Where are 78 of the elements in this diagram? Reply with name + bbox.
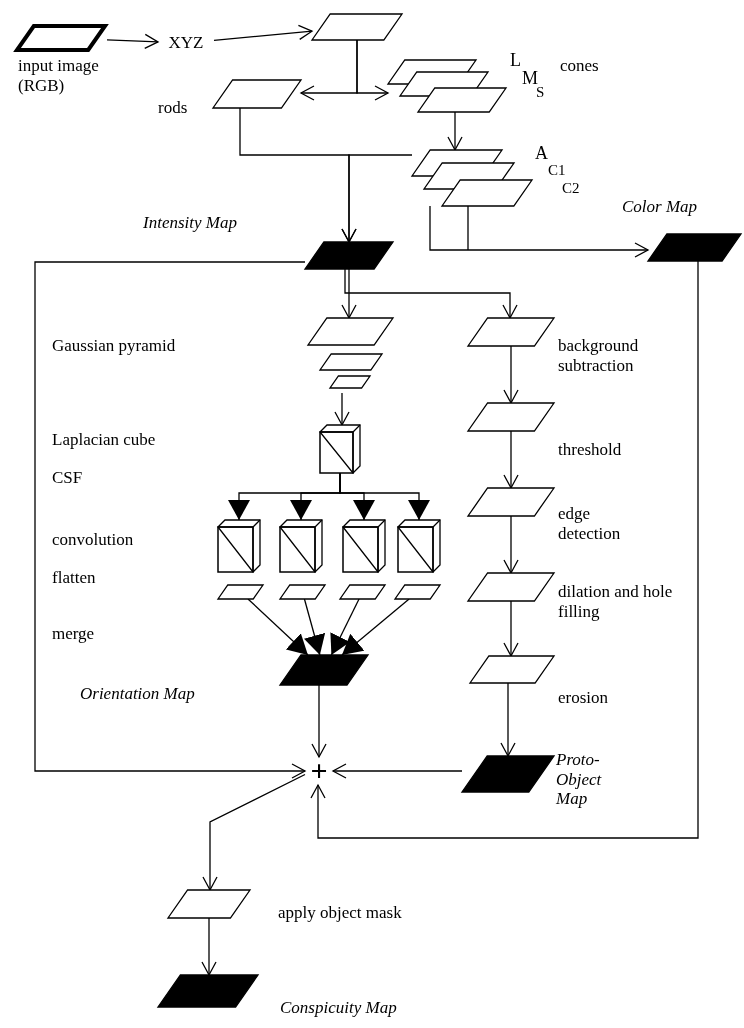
- node-label: XYZ: [158, 31, 214, 55]
- node-caption: rods: [158, 98, 189, 118]
- image-plane: [470, 656, 554, 683]
- layer-cube: [343, 520, 385, 572]
- node-caption: erosion: [558, 688, 610, 708]
- arrow: [341, 268, 357, 319]
- arrow: [106, 33, 159, 49]
- image-plane: [213, 80, 301, 108]
- arrow: [303, 598, 326, 656]
- arrow: [503, 515, 519, 574]
- image-plane: [468, 403, 554, 431]
- step-label: CSF: [52, 468, 83, 488]
- node-caption: L: [510, 50, 522, 71]
- image-plane: [340, 585, 385, 599]
- node-caption: S: [536, 84, 546, 102]
- arrow: [332, 763, 463, 779]
- step-label: Gaussian pyramid: [52, 336, 176, 356]
- arrow: [341, 598, 410, 656]
- arrow: [500, 682, 516, 757]
- image-plane: [395, 585, 440, 599]
- arrow: [34, 261, 306, 779]
- node-caption: background subtraction: [558, 336, 640, 376]
- arrow: [330, 598, 360, 656]
- image-plane: [468, 488, 554, 516]
- node-caption: C1: [548, 162, 567, 180]
- map-title: Color Map: [622, 197, 699, 217]
- map-plane: [462, 756, 554, 792]
- arrow: [356, 39, 389, 101]
- step-label: convolution: [52, 530, 134, 550]
- node-label: +: [305, 757, 333, 785]
- arrow: [213, 24, 313, 42]
- plane-stack: [388, 60, 506, 112]
- arrow: [311, 684, 327, 758]
- map-plane: [158, 975, 258, 1007]
- node-caption: apply object mask: [278, 903, 403, 923]
- map-plane: [305, 242, 393, 269]
- map-plane: [648, 234, 741, 261]
- arrow: [201, 917, 217, 976]
- node-caption: C2: [562, 180, 581, 198]
- step-label: Intensity Map: [143, 213, 237, 233]
- arrow: [503, 600, 519, 657]
- layer-cube: [320, 425, 360, 473]
- arrow: [247, 598, 309, 656]
- arrow: [341, 154, 413, 243]
- step-label: flatten: [52, 568, 96, 588]
- image-plane: [312, 14, 402, 40]
- arrow: [503, 345, 519, 404]
- layer-cube: [280, 520, 322, 572]
- node-caption: input image (RGB): [18, 56, 100, 96]
- plane-stack: [412, 150, 532, 206]
- arrow: [447, 111, 463, 151]
- arrow: [503, 430, 519, 489]
- step-label: Orientation Map: [80, 684, 195, 704]
- arrow: [334, 392, 350, 426]
- node-caption: M: [522, 68, 538, 88]
- step-label: Laplacian cube: [52, 430, 156, 450]
- arrow: [310, 260, 699, 839]
- arrow: [339, 472, 430, 521]
- layer-cube: [218, 520, 260, 572]
- layer-cube: [398, 520, 440, 572]
- node-caption: A: [535, 143, 549, 164]
- arrow: [344, 268, 518, 319]
- arrow: [202, 773, 306, 891]
- map-plane: [280, 655, 368, 685]
- image-plane: [468, 573, 554, 601]
- map-title: Conspicuity Map: [280, 998, 398, 1018]
- step-label: merge: [52, 624, 95, 644]
- image-plane: [218, 585, 263, 599]
- node-caption: dilation and hole filling: [558, 582, 674, 622]
- node-caption: edge detection: [558, 504, 622, 544]
- image-plane: [280, 585, 325, 599]
- image-frame: [15, 24, 107, 52]
- node-caption: cones: [560, 56, 600, 76]
- node-caption: threshold: [558, 440, 623, 460]
- image-plane: [468, 318, 554, 346]
- image-plane: [168, 890, 250, 918]
- map-title: Proto-Object Map: [556, 750, 603, 809]
- arrow: [429, 204, 649, 258]
